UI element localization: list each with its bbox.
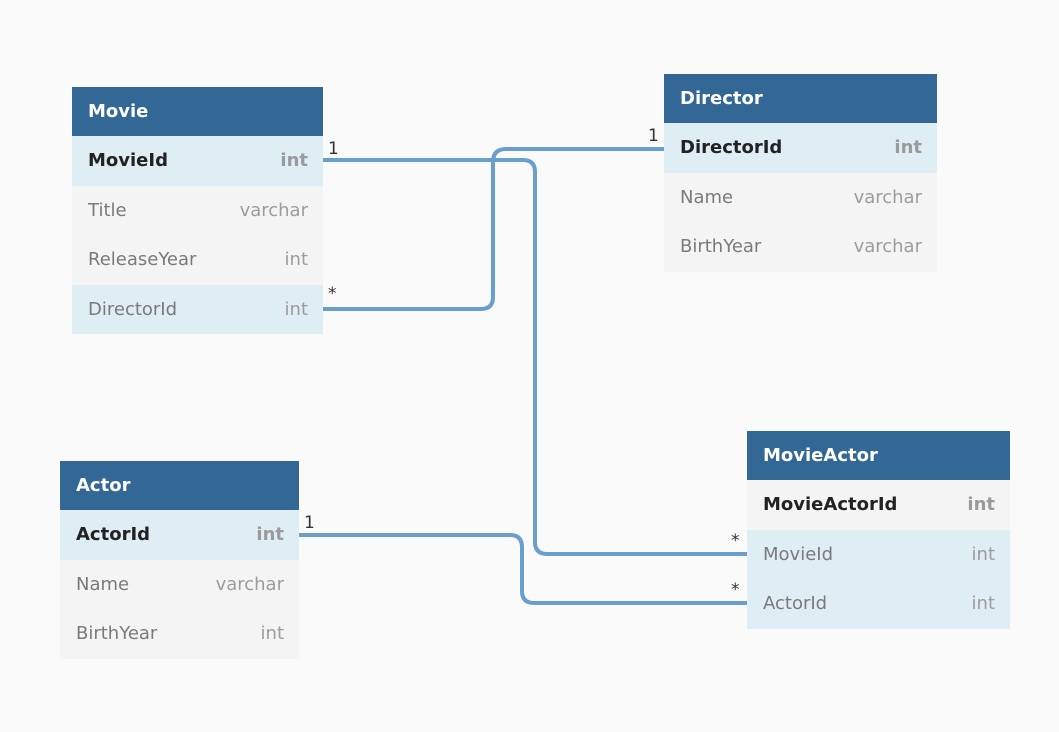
director-field-birthyear[interactable]: BirthYear varchar bbox=[664, 222, 937, 272]
field-type: varchar bbox=[239, 199, 308, 221]
actor-field-actorid[interactable]: ActorId int bbox=[60, 510, 299, 560]
field-type: int bbox=[284, 249, 308, 270]
field-type: int bbox=[256, 524, 284, 545]
movie-field-title[interactable]: Title varchar bbox=[72, 185, 323, 235]
link-movie-movieactor[interactable] bbox=[323, 158, 747, 556]
field-name: DirectorId bbox=[680, 137, 783, 158]
field-type: varchar bbox=[215, 573, 284, 595]
movie-field-movieid[interactable]: MovieId int bbox=[72, 136, 323, 186]
field-type: int bbox=[284, 298, 308, 320]
director-table-header[interactable]: Director bbox=[664, 74, 937, 123]
field-name: DirectorId bbox=[88, 298, 178, 320]
field-name: MovieActorId bbox=[763, 494, 898, 515]
field-name: MovieId bbox=[763, 543, 834, 565]
field-type: int bbox=[280, 150, 308, 171]
actor-field-birthyear[interactable]: BirthYear int bbox=[60, 609, 299, 659]
field-name: ActorId bbox=[763, 593, 828, 614]
link-movie-director[interactable] bbox=[323, 147, 664, 311]
link-actor-movieactor[interactable] bbox=[299, 533, 747, 605]
field-name: Name bbox=[76, 573, 130, 595]
movieactor-table-header[interactable]: MovieActor bbox=[747, 431, 1010, 480]
director-field-name[interactable]: Name varchar bbox=[664, 172, 937, 222]
field-type: int bbox=[894, 137, 922, 158]
actor-field-name[interactable]: Name varchar bbox=[60, 559, 299, 609]
field-name: ReleaseYear bbox=[88, 249, 197, 270]
movieactor-field-movieactorid[interactable]: MovieActorId int bbox=[747, 480, 1010, 530]
actor-table-header[interactable]: Actor bbox=[60, 461, 299, 510]
field-name: BirthYear bbox=[680, 236, 762, 257]
field-type: int bbox=[967, 494, 995, 515]
field-name: ActorId bbox=[76, 524, 151, 545]
field-name: BirthYear bbox=[76, 623, 158, 644]
movieactor-field-actorid[interactable]: ActorId int bbox=[747, 579, 1010, 629]
field-name: Title bbox=[88, 199, 127, 221]
movie-table-header[interactable]: Movie bbox=[72, 87, 323, 136]
field-type: int bbox=[260, 623, 284, 644]
cardinality-actor-actorid: 1 bbox=[304, 513, 315, 533]
director-field-directorid[interactable]: DirectorId int bbox=[664, 123, 937, 173]
field-name: Name bbox=[680, 186, 734, 208]
cardinality-director-directorid: 1 bbox=[648, 126, 659, 146]
movieactor-field-movieid[interactable]: MovieId int bbox=[747, 529, 1010, 579]
cardinality-movie-directorid: * bbox=[328, 284, 337, 304]
cardinality-movieactor-movieid: * bbox=[731, 531, 740, 551]
field-type: varchar bbox=[853, 186, 922, 208]
field-name: MovieId bbox=[88, 150, 168, 171]
field-type: int bbox=[971, 593, 995, 614]
field-type: int bbox=[971, 543, 995, 565]
cardinality-movie-movieid: 1 bbox=[328, 139, 339, 159]
field-type: varchar bbox=[853, 236, 922, 257]
movie-field-releaseyear[interactable]: ReleaseYear int bbox=[72, 235, 323, 285]
movie-field-directorid[interactable]: DirectorId int bbox=[72, 284, 323, 334]
cardinality-movieactor-actorid: * bbox=[731, 580, 740, 600]
